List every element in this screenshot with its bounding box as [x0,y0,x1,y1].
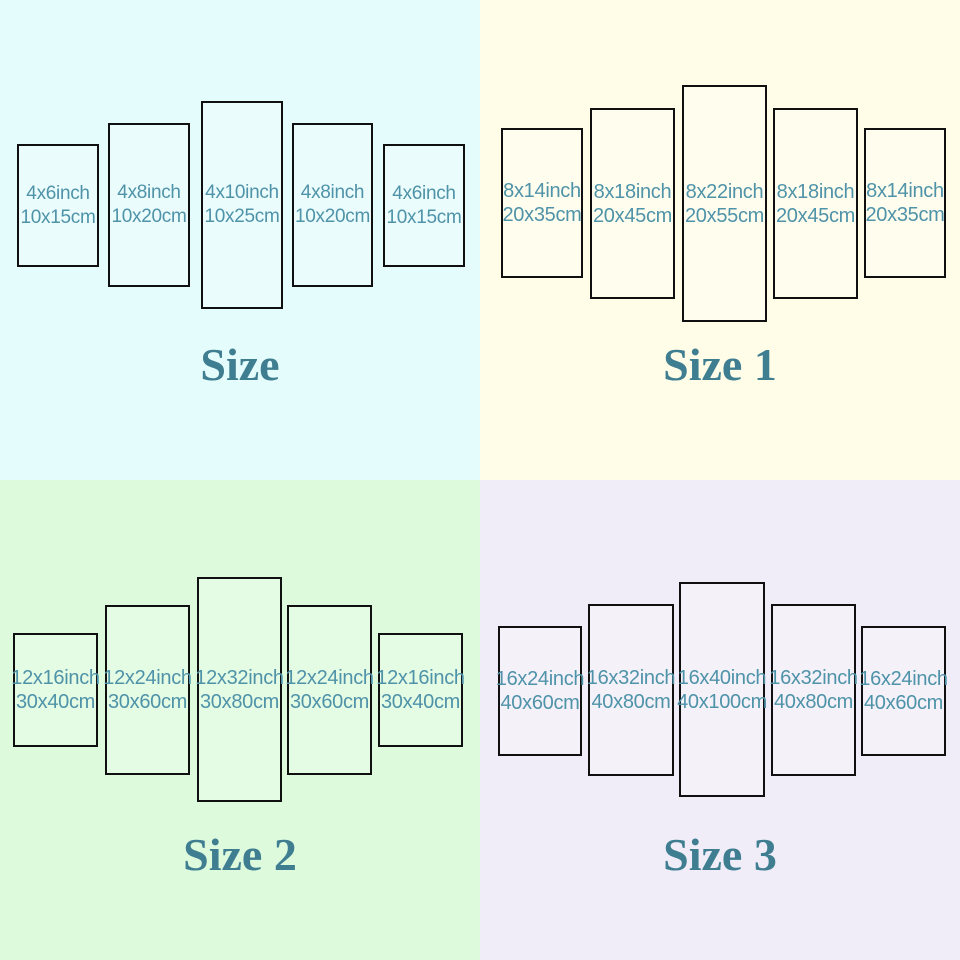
panel-size-inch: 16x32inch [586,667,676,689]
canvas-panel: 8x14inch 20x35cm [501,128,583,278]
panel-size-inch: 4x8inch [300,182,365,203]
canvas-panel: 8x18inch 20x45cm [773,108,858,299]
size-title: Size 3 [663,829,777,880]
panel-size-cm: 10x15cm [386,206,462,228]
panel-size-cm: 20x45cm [775,204,856,227]
canvas-panel: 16x32inch 40x80cm [769,604,858,776]
panel-size-cm: 10x20cm [295,206,370,227]
panel-size-cm: 20x35cm [865,204,945,226]
canvas-panel: 12x24inch 30x60cm [285,605,374,775]
canvas-panel: 4x8inch 10x20cm [108,123,190,287]
panel-size-cm: 30x80cm [199,690,280,713]
canvas-panel: 4x8inch 10x20cm [292,123,373,287]
panel-size-inch: 16x24inch [495,668,585,690]
panel-size-cm: 30x40cm [380,691,461,713]
canvas-panel: 8x22inch 20x55cm [682,85,767,322]
canvas-panel: 16x32inch 40x80cm [586,604,676,776]
panel-size-inch: 4x8inch [117,182,181,203]
panel-size-cm: 10x20cm [111,206,187,227]
canvas-panel: 16x40inch 40x100cm [677,582,767,797]
canvas-panel: 16x24inch 40x60cm [495,626,585,756]
panel-size-inch: 16x40inch [677,666,767,689]
panel-size-inch: 4x6inch [26,182,90,204]
panel-size-inch: 16x32inch [769,667,858,689]
panel-size-cm: 40x100cm [677,690,767,713]
canvas-panel: 8x18inch 20x45cm [590,108,675,299]
canvas-panel: 12x16inch 30x40cm [11,633,100,747]
panel-size-inch: 8x22inch [685,180,764,203]
size-title: Size 2 [183,829,297,880]
canvas-panel: 4x6inch 10x15cm [17,144,99,267]
panel-size-inch: 8x14inch [866,180,944,202]
panel-size-inch: 4x10inch [205,182,279,203]
panel-size-cm: 30x40cm [15,691,96,713]
panel-size-inch: 12x16inch [11,667,100,689]
canvas-panel: 12x32inch 30x80cm [195,577,284,802]
panel-size-cm: 40x80cm [773,691,854,713]
panel-size-inch: 12x16inch [376,667,465,689]
size-title: Size [200,339,280,390]
panel-size-cm: 40x60cm [863,692,944,714]
size-chart-3: 16x24inch 40x60cm 16x32inch 40x80cm 16x4… [480,480,960,960]
panel-size-inch: 8x18inch [593,180,672,203]
canvas-panel: 4x10inch 10x25cm [201,101,283,309]
panel-size-cm: 20x35cm [502,204,582,226]
panel-size-cm: 40x60cm [500,692,580,714]
canvas-panel: 12x24inch 30x60cm [103,605,192,775]
size-title: Size 1 [663,339,777,390]
panel-size-inch: 12x24inch [103,667,192,689]
canvas-panel: 8x14inch 20x35cm [864,128,946,278]
size-chart-2: 12x16inch 30x40cm 12x24inch 30x60cm 12x3… [0,480,480,960]
panel-size-inch: 12x32inch [195,666,284,689]
canvas-panel: 16x24inch 40x60cm [859,626,948,756]
panel-size-inch: 12x24inch [285,667,374,689]
panel-size-inch: 8x18inch [776,180,855,203]
canvas-panel: 4x6inch 10x15cm [383,144,465,267]
canvas-panel: 12x16inch 30x40cm [376,633,465,747]
panel-size-inch: 8x14inch [503,180,581,202]
panel-size-cm: 40x80cm [591,691,671,713]
panel-size-cm: 20x45cm [592,204,673,227]
panel-size-cm: 30x60cm [107,691,188,713]
panel-size-cm: 10x15cm [20,206,96,228]
panel-size-cm: 30x60cm [289,691,370,713]
panel-size-cm: 10x25cm [204,206,280,227]
size-chart-1: 8x14inch 20x35cm 8x18inch 20x45cm 8x22in… [480,0,960,480]
size-chart-original: 4x6inch 10x15cm 4x8inch 10x20cm 4x10inch… [0,0,480,480]
panel-size-inch: 4x6inch [392,182,456,204]
panel-size-inch: 16x24inch [859,668,948,690]
panel-size-cm: 20x55cm [684,204,765,227]
